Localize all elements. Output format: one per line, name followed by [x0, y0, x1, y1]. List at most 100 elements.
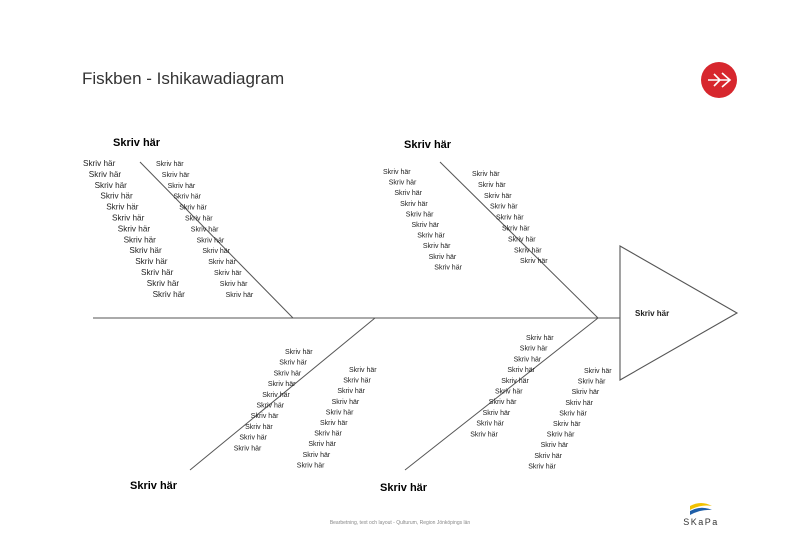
- cause-label-top-left-left: Skriv här: [141, 268, 174, 277]
- cause-label-bottom-right-left: Skriv här: [501, 378, 529, 385]
- cause-label-top-left-right: Skriv här: [197, 237, 225, 244]
- cause-label-top-right-left: Skriv här: [434, 264, 462, 271]
- cause-label-bottom-left-left: Skriv här: [274, 370, 302, 377]
- cause-label-top-left-left: Skriv här: [89, 170, 122, 179]
- cause-label-top-left-right: Skriv här: [179, 205, 207, 212]
- cause-label-top-right-left: Skriv här: [394, 190, 422, 197]
- cause-label-bottom-left-left: Skriv här: [245, 424, 273, 431]
- cause-label-top-right-right: Skriv här: [508, 236, 536, 243]
- cause-label-top-left-left: Skriv här: [106, 203, 139, 212]
- cause-label-bottom-left-right: Skriv här: [320, 420, 348, 427]
- cause-label-bottom-left-right: Skriv här: [314, 431, 342, 438]
- brand-logo-icon: [690, 503, 712, 515]
- category-label-bottom-right: Skriv här: [380, 482, 428, 494]
- cause-label-bottom-left-right: Skriv här: [308, 441, 336, 448]
- cause-label-bottom-left-left: Skriv här: [268, 381, 296, 388]
- cause-label-top-right-right: Skriv här: [496, 215, 524, 222]
- cause-label-bottom-left-left: Skriv här: [257, 403, 285, 410]
- cause-label-top-left-right: Skriv här: [226, 292, 254, 299]
- brand-swoosh-yellow: [690, 503, 712, 510]
- cause-label-top-left-left: Skriv här: [153, 290, 186, 299]
- cause-label-bottom-right-right: Skriv här: [572, 389, 600, 396]
- cause-label-bottom-right-right: Skriv här: [578, 379, 606, 386]
- cause-label-bottom-right-left: Skriv här: [495, 389, 523, 396]
- cause-label-bottom-right-right: Skriv här: [553, 421, 581, 428]
- cause-label-bottom-right-left: Skriv här: [520, 346, 548, 353]
- category-label-top-right: Skriv här: [404, 139, 452, 151]
- cause-label-top-right-right: Skriv här: [484, 193, 512, 200]
- cause-label-top-left-left: Skriv här: [83, 159, 116, 168]
- cause-label-top-left-left: Skriv här: [118, 224, 151, 233]
- cause-label-top-left-right: Skriv här: [214, 270, 242, 277]
- bone-top-right: [439, 161, 599, 319]
- cause-label-bottom-left-left: Skriv här: [251, 413, 279, 420]
- cause-label-top-right-left: Skriv här: [417, 233, 445, 240]
- cause-label-top-left-right: Skriv här: [168, 183, 196, 190]
- cause-label-top-right-right: Skriv här: [478, 182, 506, 189]
- cause-label-top-right-left: Skriv här: [400, 201, 428, 208]
- cause-label-bottom-right-right: Skriv här: [547, 432, 575, 439]
- bone-bottom-left: [189, 317, 376, 471]
- cause-label-bottom-right-left: Skriv här: [526, 335, 554, 342]
- bone-top-left: [139, 161, 294, 319]
- cause-label-top-left-right: Skriv här: [156, 161, 184, 168]
- cause-label-top-right-right: Skriv här: [514, 247, 542, 254]
- cause-label-bottom-right-right: Skriv här: [559, 410, 587, 417]
- cause-label-bottom-right-right: Skriv här: [565, 400, 593, 407]
- cause-label-top-right-right: Skriv här: [502, 226, 530, 233]
- cause-label-bottom-left-right: Skriv här: [332, 399, 360, 406]
- page-title: Fiskben - Ishikawadiagram: [82, 69, 285, 88]
- cause-label-bottom-left-left: Skriv här: [285, 349, 313, 356]
- cause-label-bottom-right-left: Skriv här: [514, 356, 542, 363]
- cause-label-top-right-left: Skriv här: [389, 180, 417, 187]
- cause-label-top-right-left: Skriv här: [412, 222, 440, 229]
- cause-label-top-left-right: Skriv här: [202, 248, 230, 255]
- category-label-top-left: Skriv här: [113, 137, 161, 149]
- cause-label-bottom-left-left: Skriv här: [279, 360, 307, 367]
- cause-label-top-right-right: Skriv här: [490, 204, 518, 211]
- category-label-bottom-left: Skriv här: [130, 480, 178, 492]
- cause-label-top-right-left: Skriv här: [406, 211, 434, 218]
- cause-label-top-left-right: Skriv här: [162, 172, 190, 179]
- footer-credit: Bearbetning, text och layout - Qulturum,…: [329, 520, 471, 526]
- cause-label-bottom-left-right: Skriv här: [343, 378, 371, 385]
- cause-label-bottom-left-right: Skriv här: [349, 367, 377, 374]
- cause-label-top-right-right: Skriv här: [472, 171, 500, 178]
- cause-label-top-left-left: Skriv här: [112, 214, 145, 223]
- cause-label-top-left-left: Skriv här: [95, 181, 128, 190]
- cause-label-top-left-left: Skriv här: [147, 279, 180, 288]
- cause-label-top-right-left: Skriv här: [429, 254, 457, 261]
- logo-arrow: [708, 72, 732, 88]
- brand-swoosh-blue: [690, 507, 712, 515]
- cause-label-top-left-right: Skriv här: [220, 281, 248, 288]
- cause-label-bottom-left-right: Skriv här: [297, 462, 325, 469]
- cause-label-bottom-left-left: Skriv här: [234, 445, 262, 452]
- cause-label-bottom-right-left: Skriv här: [489, 399, 517, 406]
- cause-label-top-left-left: Skriv här: [124, 235, 157, 244]
- cause-label-bottom-right-right: Skriv här: [528, 463, 556, 470]
- cause-label-top-right-right: Skriv här: [520, 258, 548, 265]
- brand-name: SKaPa: [683, 517, 719, 527]
- cause-label-top-left-left: Skriv här: [129, 246, 162, 255]
- cause-label-bottom-left-left: Skriv här: [239, 435, 267, 442]
- cause-label-bottom-right-right: Skriv här: [584, 368, 612, 375]
- head-label: Skriv här: [635, 309, 669, 318]
- bone-bottom-right: [404, 317, 599, 471]
- cause-label-top-left-right: Skriv här: [185, 216, 213, 223]
- cause-label-bottom-left-right: Skriv här: [303, 452, 331, 459]
- cause-label-bottom-right-left: Skriv här: [476, 421, 504, 428]
- logo-icon: [701, 62, 737, 98]
- cause-label-bottom-left-left: Skriv här: [262, 392, 290, 399]
- cause-label-top-left-left: Skriv här: [100, 192, 133, 201]
- cause-label-top-left-right: Skriv här: [173, 194, 201, 201]
- cause-label-top-left-left: Skriv här: [135, 257, 168, 266]
- cause-label-top-left-right: Skriv här: [191, 226, 219, 233]
- cause-label-bottom-right-right: Skriv här: [534, 453, 562, 460]
- cause-label-top-left-right: Skriv här: [208, 259, 236, 266]
- cause-label-top-right-left: Skriv här: [383, 169, 411, 176]
- cause-label-bottom-right-left: Skriv här: [470, 431, 498, 438]
- cause-label-top-right-left: Skriv här: [423, 243, 451, 250]
- cause-label-bottom-right-right: Skriv här: [541, 442, 569, 449]
